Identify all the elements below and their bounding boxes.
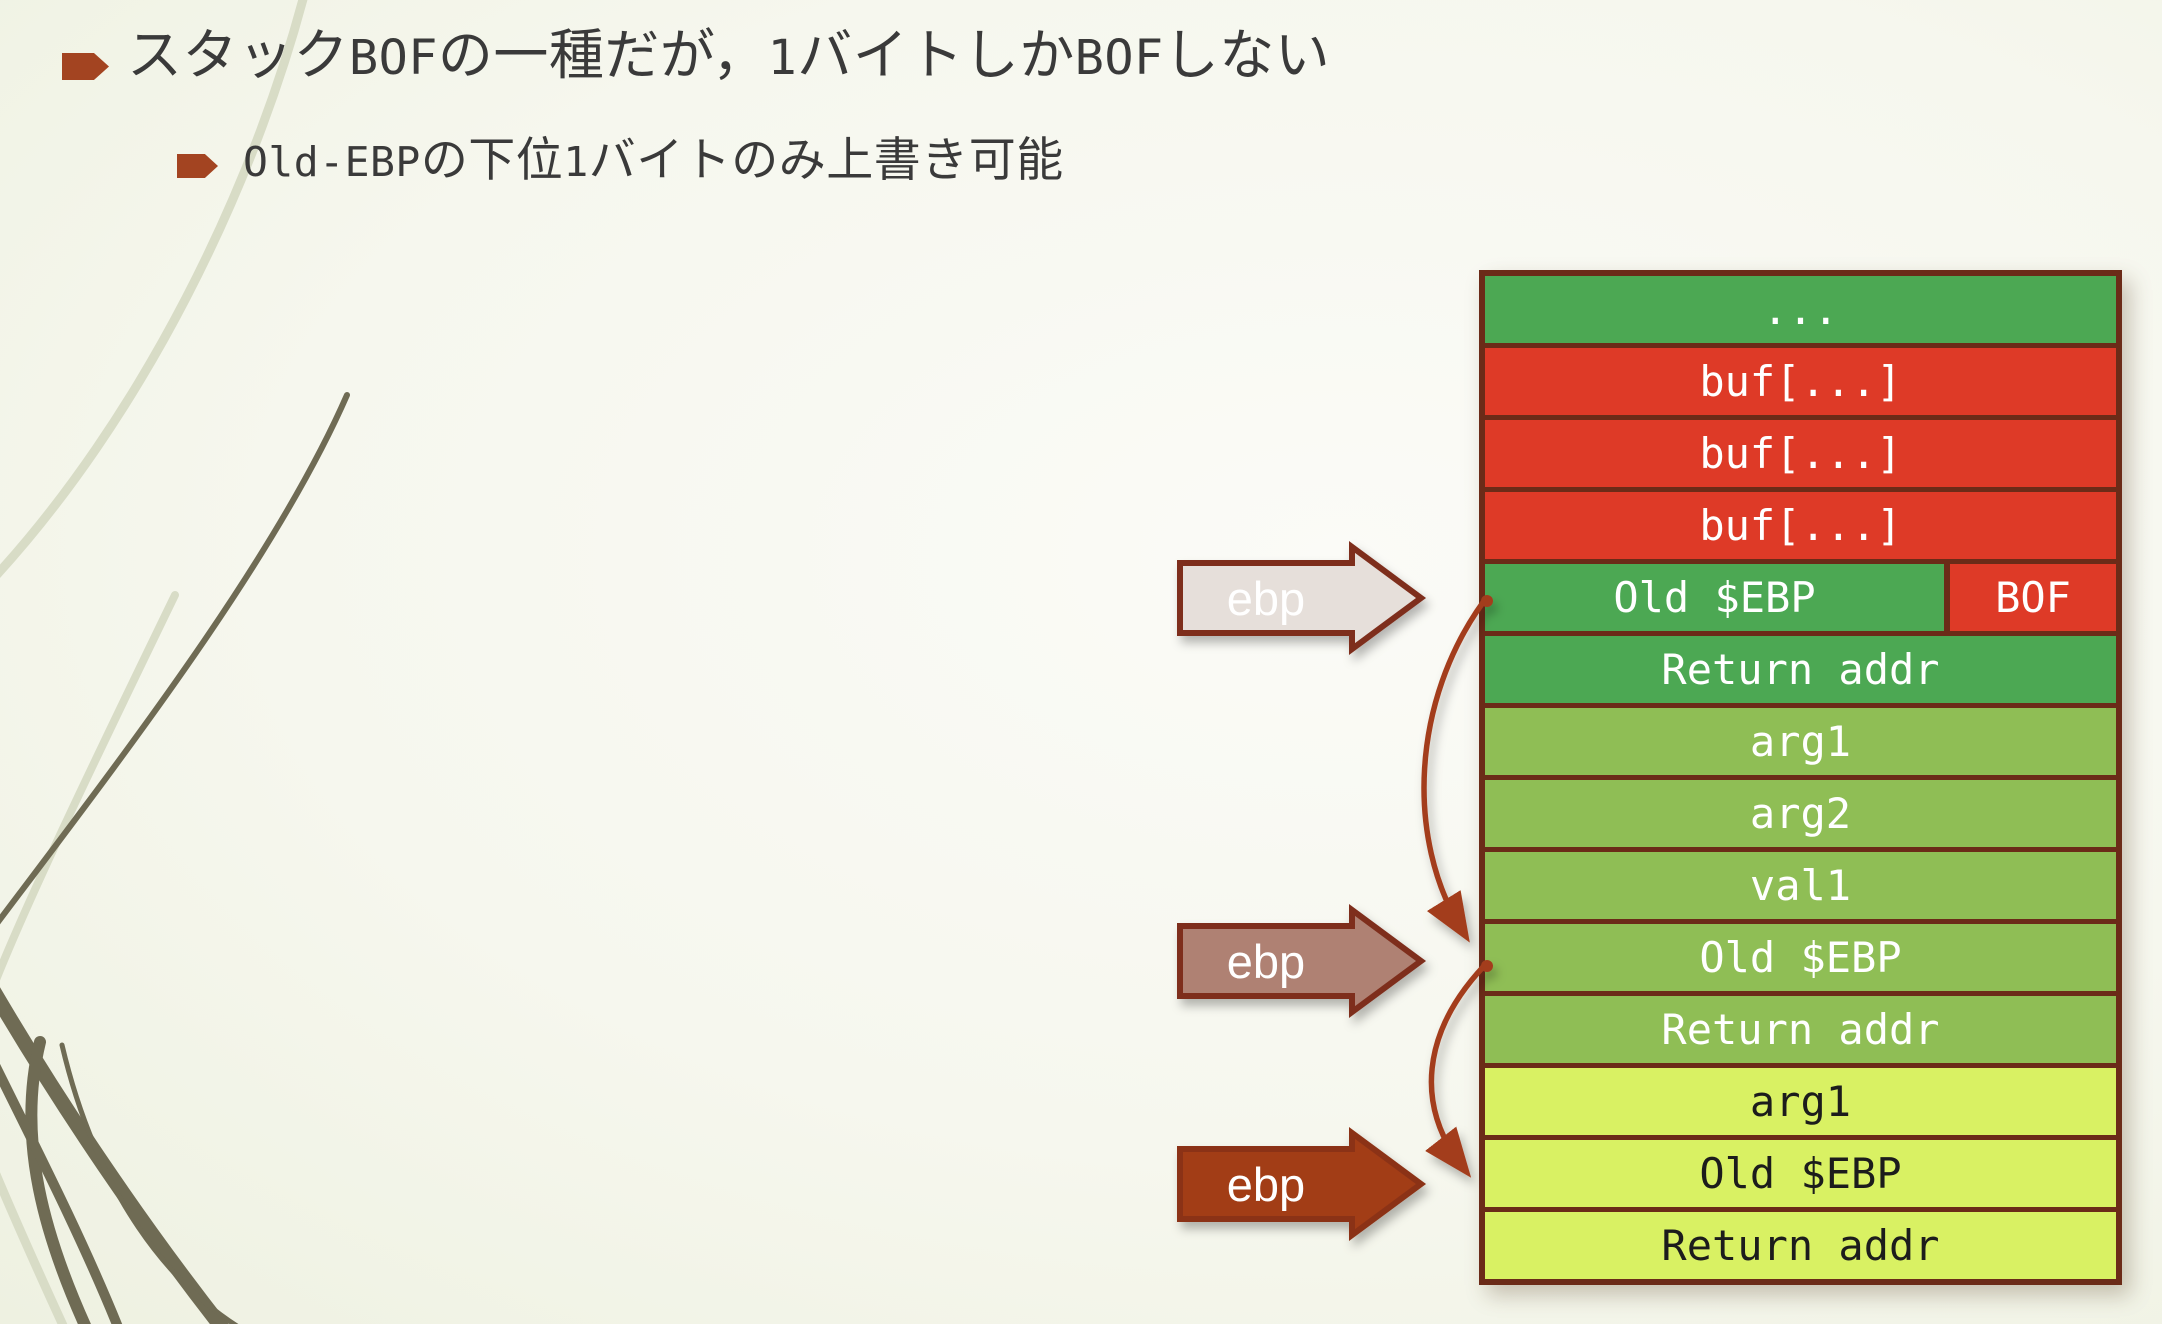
stack-row-return-addr: Return addr [1485,996,2116,1068]
stack-row-ellipsis: ... [1485,276,2116,348]
heading-main: スタックBOFの一種だが，1バイトしかBOFしない [127,24,1331,86]
stack-row-val1: val1 [1485,852,2116,924]
stack-memory-diagram: ... buf[...] buf[...] buf[...] Old $EBP … [1479,270,2122,1285]
old-ebp-connector-arrow [1421,599,1487,943]
ebp-register-label: ebp [1226,571,1306,625]
ebp-register-label: ebp [1226,1157,1306,1211]
stack-row-arg1: arg1 [1485,1068,2116,1140]
stack-row-buf: buf[...] [1485,492,2116,564]
stack-row-return-addr: Return addr [1485,1212,2116,1279]
heading-sub: Old-EBPの下位1バイトのみ上書き可能 [243,133,1064,186]
bof-overflow-cell: BOF [1944,564,2116,631]
bullet-arrow-icon [177,154,218,178]
stack-row-old-ebp-overflowed: Old $EBP BOF [1485,564,2116,636]
stack-row-old-ebp: Old $EBP [1485,924,2116,996]
old-ebp-connector-arrow [1425,964,1487,1178]
stack-row-return-addr: Return addr [1485,636,2116,708]
heading-main-text: スタック [127,24,350,86]
stack-row-buf: buf[...] [1485,348,2116,420]
old-ebp-cell: Old $EBP [1485,564,1944,631]
ebp-register-label: ebp [1226,934,1306,988]
stack-row-arg1: arg1 [1485,708,2116,780]
stack-row-old-ebp: Old $EBP [1485,1140,2116,1212]
stack-row-arg2: arg2 [1485,780,2116,852]
bullet-arrow-icon [62,53,109,80]
stack-row-buf: buf[...] [1485,420,2116,492]
